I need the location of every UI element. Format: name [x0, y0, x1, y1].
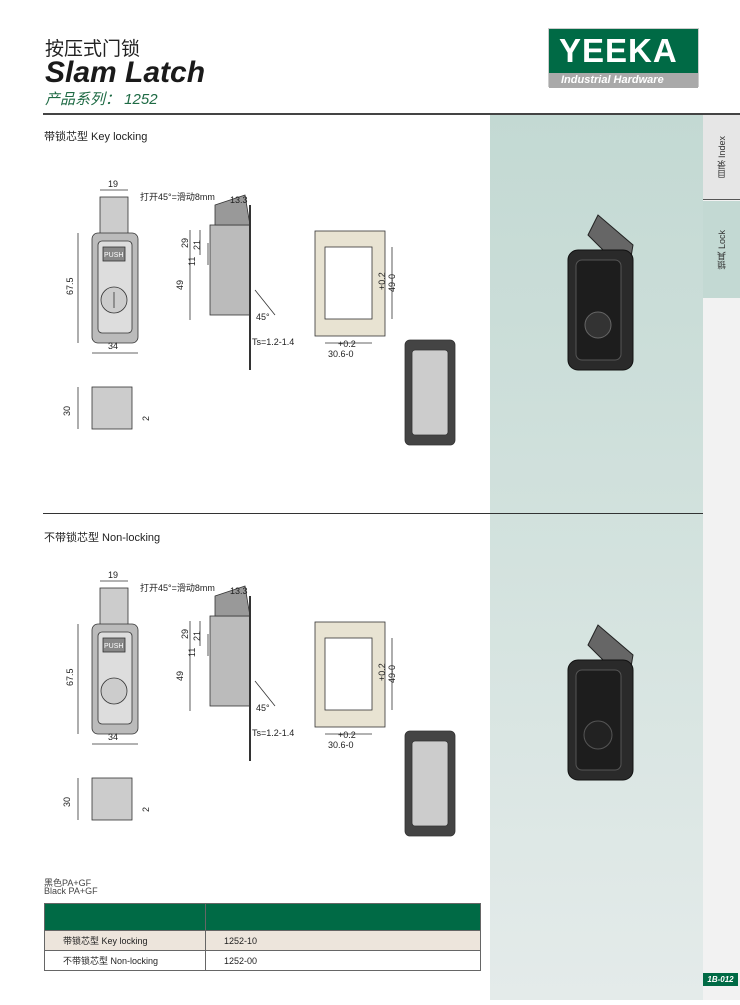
cutout-height: 49-0 — [387, 665, 397, 683]
dim-thickness: Ts=1.2-1.4 — [252, 728, 294, 738]
product-photo-non-locking — [567, 624, 634, 781]
tab-lock[interactable]: 锁具 Lock — [703, 201, 740, 298]
dim-21: 21 — [192, 240, 202, 250]
yeeka-logo: YEEKA Industrial Hardware — [548, 28, 699, 88]
dim-21: 21 — [192, 631, 202, 641]
header-rule — [43, 113, 740, 115]
row-code: 1252-10 — [205, 930, 481, 951]
photo-panel — [490, 115, 703, 1000]
technical-drawing-non-locking: 19 打开45°=滑动8mm 13.3 29 21 11 49 67.5 34 … — [40, 566, 460, 861]
row-type: 不带锁芯型 Non-locking — [44, 950, 206, 971]
push-label: PUSH — [104, 252, 123, 259]
dim-width-34: 34 — [108, 341, 118, 351]
dim-thickness: Ts=1.2-1.4 — [252, 337, 294, 347]
dim-2: 2 — [141, 416, 151, 421]
side-tabs: 目录 Index 锁具 Lock — [703, 115, 740, 1000]
page-title-cn: 按压式门锁 — [45, 39, 141, 60]
cutout-width-tol: +0.2 — [338, 730, 356, 740]
dim-29: 29 — [180, 238, 190, 248]
dim-11: 11 — [187, 257, 197, 266]
cutout-height-tol: +0.2 — [377, 272, 387, 290]
dim-angle-45: 45° — [256, 703, 270, 713]
cutout-width: 30.6-0 — [328, 740, 354, 750]
material-en: Black PA+GF — [44, 886, 98, 896]
dim-13-3: 13.3 — [230, 586, 248, 596]
section-label-non-locking: 不带锁芯型 Non-locking — [44, 532, 161, 544]
logo-tagline: Industrial Hardware — [549, 73, 698, 88]
dim-13-3: 13.3 — [230, 195, 248, 205]
dim-open-slide: 打开45°=滑动8mm — [140, 582, 215, 593]
page-title: Slam Latch — [45, 56, 206, 89]
cutout-width-tol: +0.2 — [338, 339, 356, 349]
dim-width-19: 19 — [108, 570, 118, 580]
dim-30: 30 — [62, 406, 72, 416]
dim-angle-45: 45° — [256, 312, 270, 322]
dim-30: 30 — [62, 797, 72, 807]
cutout-height: 49-0 — [387, 274, 397, 292]
dim-open-slide: 打开45°=滑动8mm — [140, 191, 215, 202]
row-type: 带锁芯型 Key locking — [44, 930, 206, 951]
tab-index[interactable]: 目录 Index — [703, 115, 740, 200]
product-photo-key-locking — [567, 214, 634, 371]
dim-49: 49 — [175, 671, 185, 681]
dim-height-67-5: 67.5 — [65, 277, 75, 295]
section-label-key-locking: 带锁芯型 Key locking — [44, 131, 148, 143]
technical-drawing-key-locking: 19 打开45°=滑动8mm 13.3 29 21 11 49 67.5 34 … — [40, 175, 460, 470]
dim-width-34: 34 — [108, 732, 118, 742]
logo-brand: YEEKA — [549, 29, 698, 73]
dim-height-67-5: 67.5 — [65, 668, 75, 686]
product-series: 产品系列： 1252 — [45, 91, 158, 108]
push-label: PUSH — [104, 643, 123, 650]
page-number: 1B-012 — [703, 973, 738, 986]
material-cn: 黑色PA+GF — [44, 878, 92, 888]
row-code: 1252-00 — [205, 950, 481, 971]
tab-index-label: 目录 Index — [716, 135, 727, 179]
cutout-height-tol: +0.2 — [377, 663, 387, 681]
product-photos — [567, 214, 634, 781]
cutout-width: 30.6-0 — [328, 349, 354, 359]
dim-width-19: 19 — [108, 179, 118, 189]
dim-2: 2 — [141, 807, 151, 812]
tab-lock-label: 锁具 Lock — [716, 229, 727, 270]
table-header-cell — [205, 903, 481, 931]
section-divider — [43, 513, 703, 514]
table-header-cell — [44, 903, 206, 931]
dim-49: 49 — [175, 280, 185, 290]
dim-29: 29 — [180, 629, 190, 639]
dim-11: 11 — [187, 648, 197, 657]
